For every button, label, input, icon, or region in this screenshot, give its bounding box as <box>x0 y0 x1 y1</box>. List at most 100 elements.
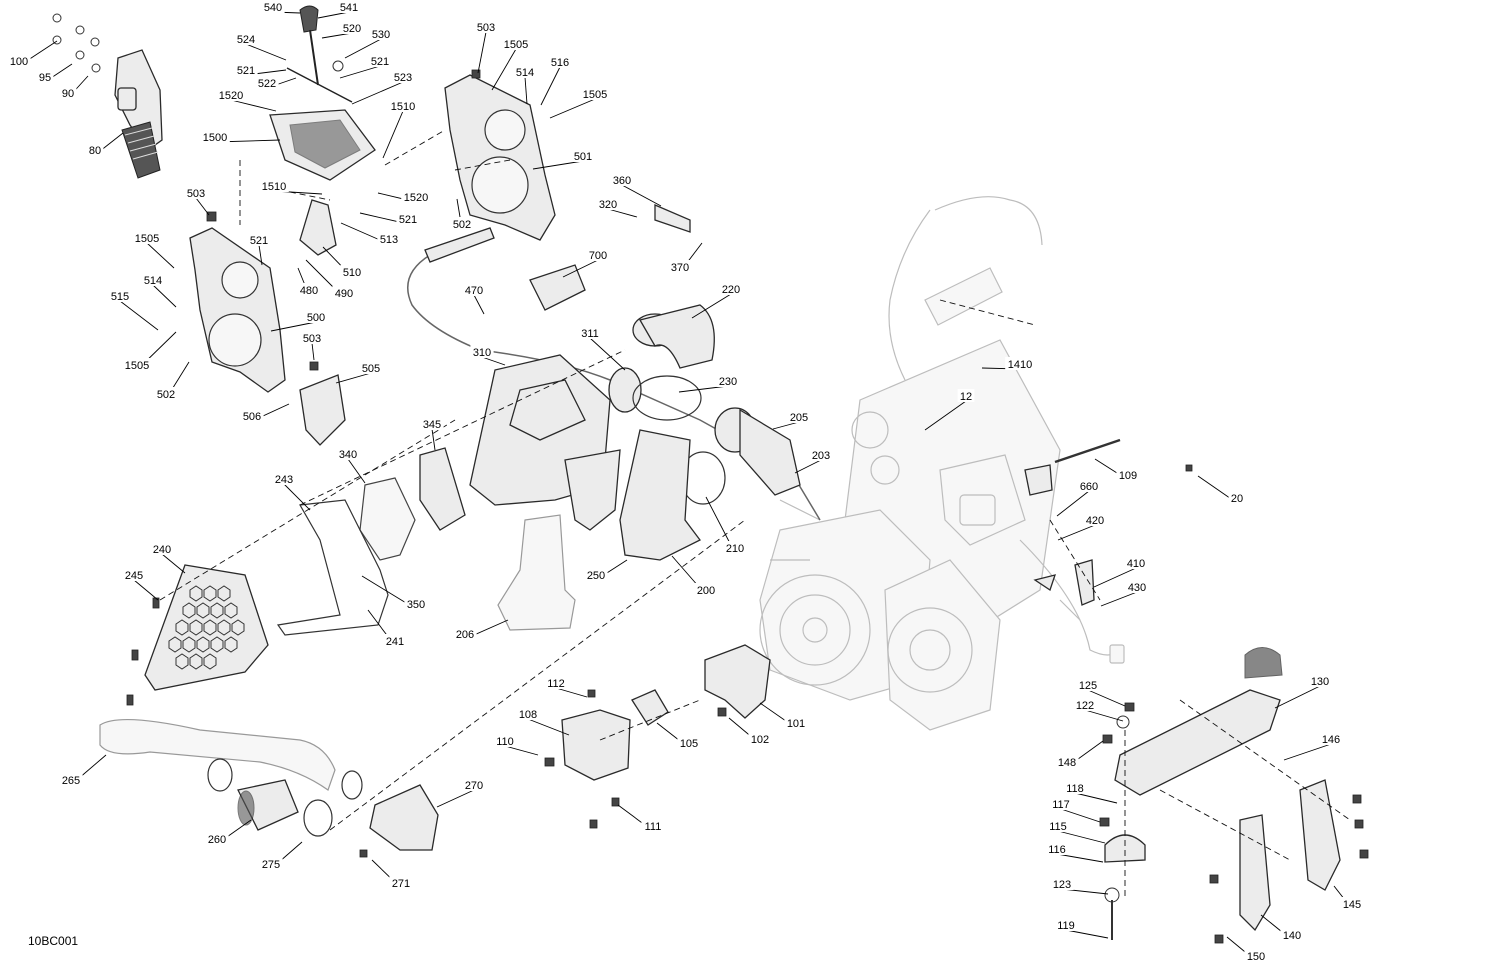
part-number-label: 150 <box>1247 951 1265 963</box>
callout-bg-205 <box>787 410 811 423</box>
airbox-310 <box>469 354 621 531</box>
part-number-label: 520 <box>343 23 361 35</box>
callout-bg-203 <box>809 448 833 461</box>
callout-bg-265 <box>59 773 83 786</box>
callout-bg-146 <box>1319 732 1343 745</box>
callout-bg-1505 <box>122 358 152 371</box>
part-number-label: 145 <box>1343 899 1361 911</box>
callout-bg-514 <box>513 65 537 78</box>
callout-bg-360 <box>610 173 634 186</box>
part-number-label: 501 <box>574 151 592 163</box>
callout-bg-1500 <box>200 130 230 143</box>
part-number-label: 521 <box>250 235 268 247</box>
duct-205 <box>714 407 801 496</box>
part-number-label: 130 <box>1311 676 1329 688</box>
callout-bg-320 <box>596 197 620 210</box>
callout-bg-310 <box>470 345 494 358</box>
part-number-label: 340 <box>339 449 357 461</box>
callout-leader-116 <box>1056 853 1104 863</box>
part-number-label: 540 <box>264 2 282 14</box>
callout-bg-108 <box>516 707 540 720</box>
part-number-label: 146 <box>1322 734 1340 746</box>
callout-leader-1520 <box>230 99 277 112</box>
callout-bg-123 <box>1050 877 1074 890</box>
callout-leader-1505 <box>491 48 517 91</box>
callout-bg-1410 <box>1005 357 1035 370</box>
callout-bg-505 <box>359 361 383 374</box>
callout-leader-1510 <box>382 110 404 159</box>
callout-leader-245 <box>133 579 159 601</box>
part-number-label: 530 <box>372 29 390 41</box>
callout-bg-522 <box>255 76 279 89</box>
part-number-label: 1520 <box>219 90 243 102</box>
callout-bg-80 <box>86 143 104 156</box>
callout-bg-105 <box>677 736 701 749</box>
callout-leader-505 <box>335 372 372 384</box>
callout-bg-516 <box>548 55 572 68</box>
callout-bg-116 <box>1045 842 1069 855</box>
part-number-label: 505 <box>362 363 380 375</box>
callout-bg-521 <box>234 63 258 76</box>
part-number-label: 220 <box>722 284 740 296</box>
callout-leader-146 <box>1283 743 1332 761</box>
bracket-101 <box>704 644 771 719</box>
callout-bg-520 <box>340 21 364 34</box>
callout-bg-111 <box>641 819 665 832</box>
callout-bg-1520 <box>401 190 431 203</box>
callout-bg-521 <box>396 212 420 225</box>
part-number-label: 521 <box>237 65 255 77</box>
callout-leader-125 <box>1087 689 1126 707</box>
part-number-label: 1505 <box>135 233 159 245</box>
callout-bg-345 <box>420 417 444 430</box>
callout-bg-420 <box>1083 513 1107 526</box>
callout-bg-503 <box>184 186 208 199</box>
callout-bg-122 <box>1073 698 1097 711</box>
part-number-label: 503 <box>303 333 321 345</box>
callout-bg-245 <box>122 568 146 581</box>
part-number-label: 503 <box>477 22 495 34</box>
mount-top-130 <box>1244 647 1283 679</box>
part-number-label: 101 <box>787 718 805 730</box>
part-number-label: 100 <box>10 56 28 68</box>
part-number-label: 12 <box>960 391 972 403</box>
callout-leader-122 <box>1084 709 1124 722</box>
part-number-label: 102 <box>751 734 769 746</box>
clamp-230 <box>632 375 702 421</box>
cover-501 <box>444 74 556 241</box>
assembly-dashed-lines <box>159 129 1351 900</box>
callout-leader-320 <box>607 208 638 218</box>
callout-bg-490 <box>332 286 356 299</box>
part-number-label: 265 <box>62 775 80 787</box>
bracket-140 <box>1239 814 1271 932</box>
callout-bg-1505 <box>132 231 162 244</box>
part-number-label: 116 <box>1048 844 1066 856</box>
callout-leader-220 <box>691 293 732 319</box>
callout-bg-470 <box>462 283 486 296</box>
callout-bg-1510 <box>388 99 418 112</box>
callout-bg-109 <box>1116 468 1140 481</box>
part-number-label: 521 <box>371 56 389 68</box>
part-number-label: 118 <box>1066 783 1084 795</box>
duct-200 <box>619 429 701 561</box>
frame-243-241 <box>276 499 389 636</box>
callout-bg-200 <box>694 583 718 596</box>
part-number-label: 275 <box>262 859 280 871</box>
callout-bg-506 <box>240 409 264 422</box>
callout-leader-340 <box>347 458 366 484</box>
callout-bg-430 <box>1125 580 1149 593</box>
callout-bg-513 <box>377 232 401 245</box>
callout-bg-1505 <box>580 87 610 100</box>
part-number-label: 430 <box>1128 582 1146 594</box>
part-number-label: 230 <box>719 376 737 388</box>
boot-270 <box>369 784 439 851</box>
callout-bg-700 <box>586 248 610 261</box>
part-number-label: 310 <box>473 347 491 359</box>
part-number-label: 516 <box>551 57 569 69</box>
callout-bg-110 <box>493 734 517 747</box>
other-small-parts <box>529 204 1121 606</box>
callout-leader-118 <box>1074 792 1118 804</box>
part-number-label: 360 <box>613 175 631 187</box>
callout-bg-117 <box>1049 797 1073 810</box>
part-number-label: 112 <box>547 678 565 690</box>
